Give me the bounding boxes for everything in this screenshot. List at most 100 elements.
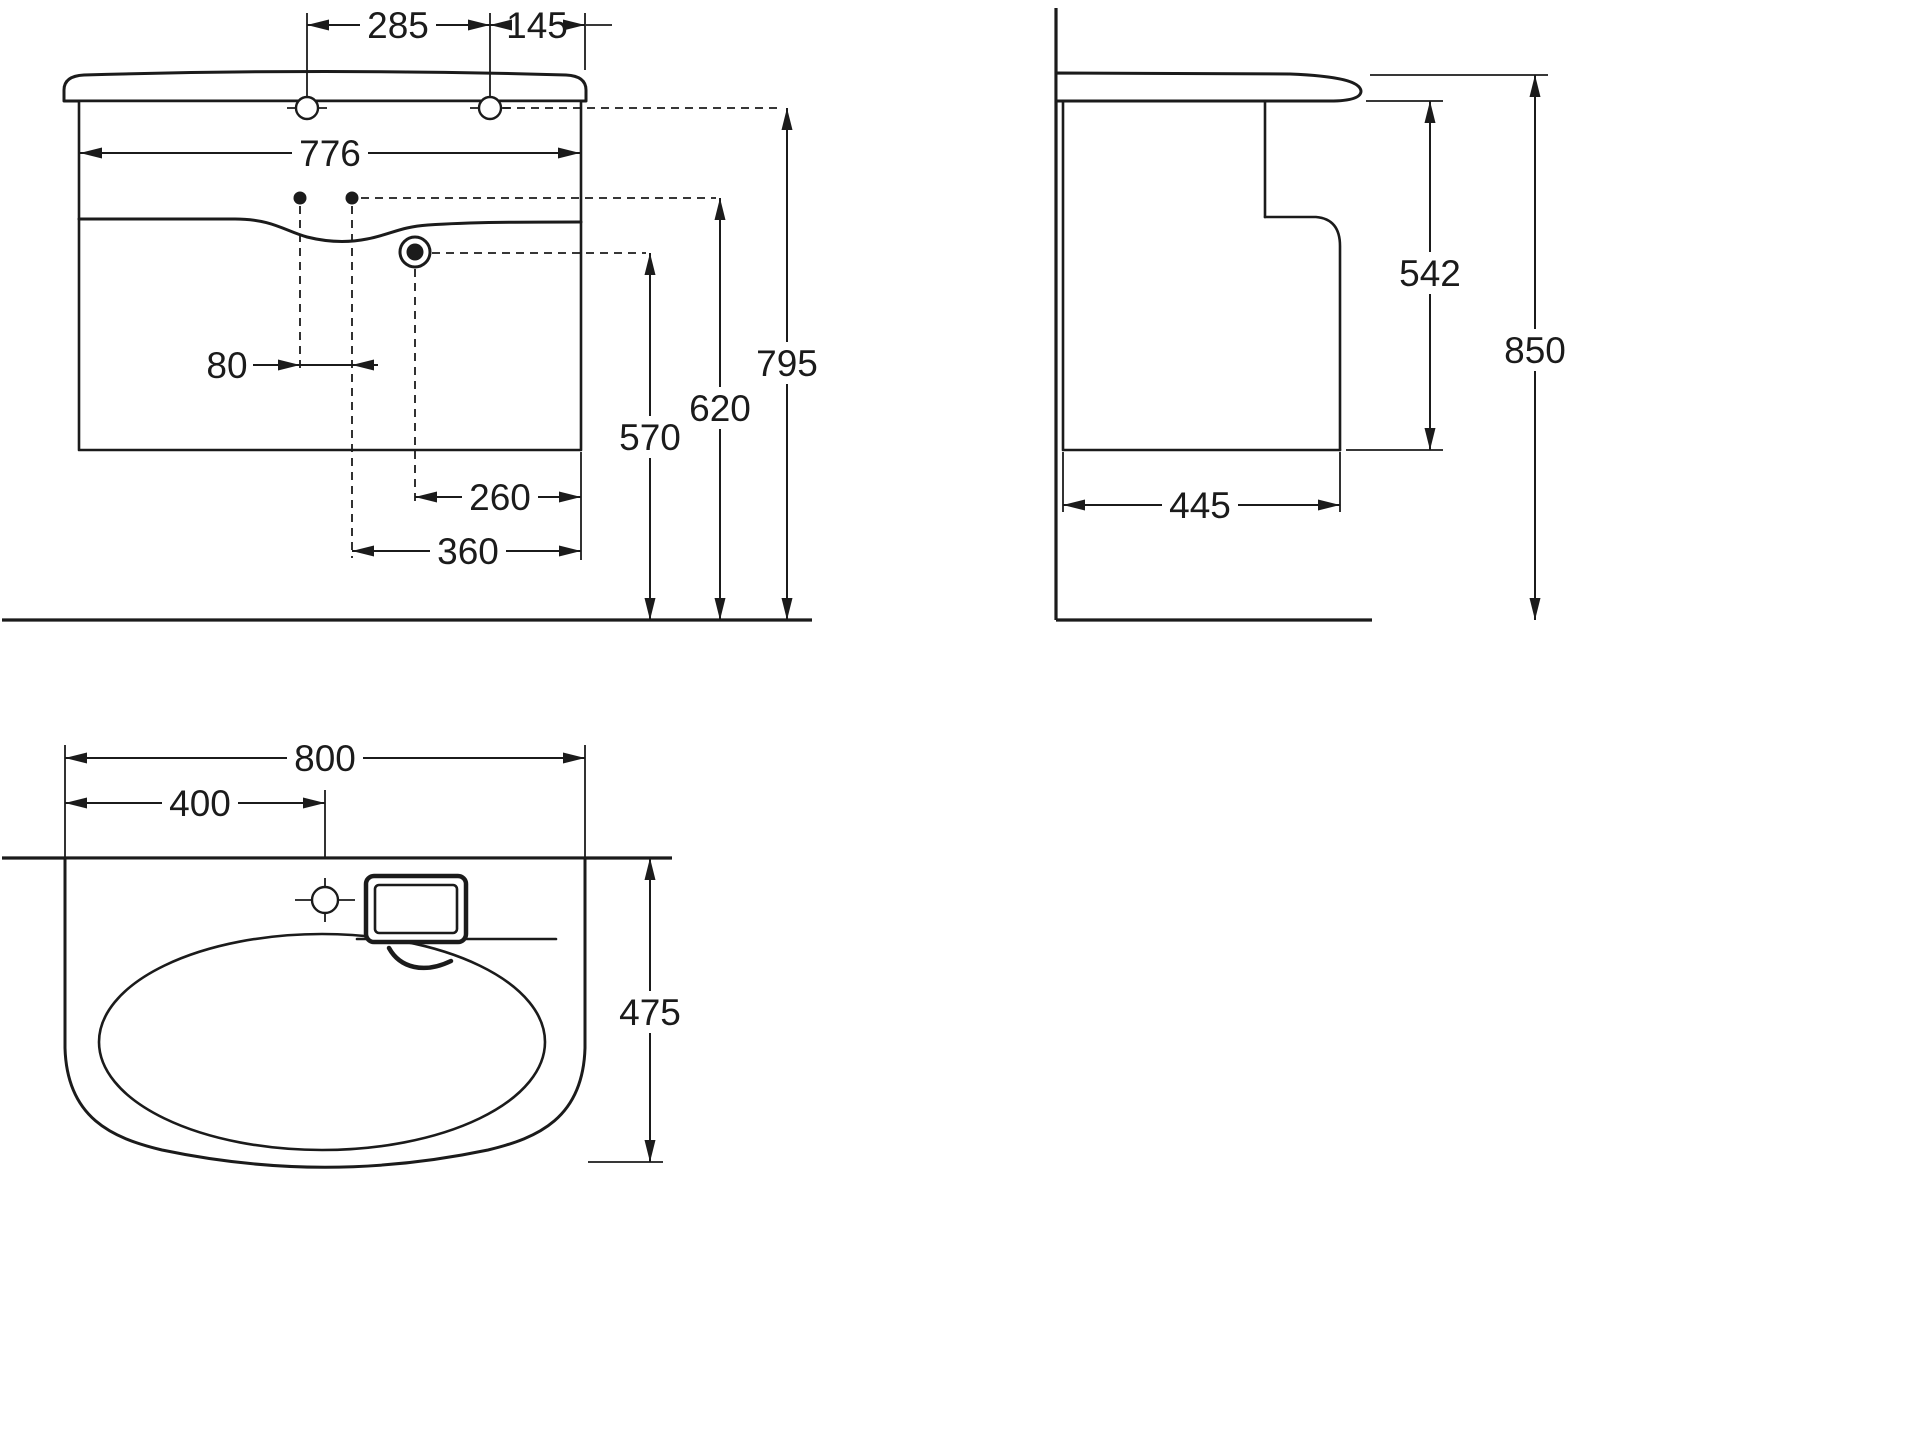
dim-inner-width: 776	[80, 132, 580, 174]
arrowhead-right	[303, 797, 325, 809]
dim-mount-offset-right: 360	[352, 530, 581, 572]
arrowhead-up	[781, 108, 793, 130]
side-view: 542 850 445	[1054, 8, 1573, 622]
arrowhead-right	[468, 19, 490, 31]
countertop-side-profile	[1054, 71, 1363, 103]
dim-overall-height: 850	[1497, 75, 1573, 620]
faucet-hole-left	[287, 95, 327, 121]
arrowhead-up	[1424, 101, 1436, 123]
label-mask	[162, 782, 238, 824]
dim-cabinet-height: 542	[1392, 101, 1468, 450]
label-mask	[360, 4, 436, 46]
dim-drain-offset-right: 260	[415, 476, 581, 518]
faucet-hole-right	[470, 95, 510, 121]
arrowhead-right	[558, 147, 580, 159]
arrowhead-right-inward	[278, 359, 300, 371]
arrowhead-left-inward	[352, 359, 374, 371]
arrowhead-left	[352, 545, 374, 557]
dim-faucet-hole-height: 795	[749, 108, 825, 620]
hole-circle	[294, 95, 320, 121]
carcass-back-and-bottom	[1061, 99, 1342, 452]
label-mask	[1392, 252, 1468, 294]
mount-hole-left	[293, 191, 307, 205]
drain-inner-dot	[406, 243, 424, 261]
arrowhead-left	[1063, 499, 1085, 511]
arrowhead-left	[307, 19, 329, 31]
extension-lines-side	[1062, 74, 1548, 512]
dim-label: 260	[469, 477, 531, 518]
dim-label: 360	[437, 531, 499, 572]
construction-lines-front	[299, 107, 783, 558]
dim-mount-hole-height: 620	[682, 198, 758, 620]
label-mask	[1162, 484, 1238, 526]
label-mask	[462, 476, 538, 518]
dim-label: 620	[689, 388, 751, 429]
arrowhead-right	[1318, 499, 1340, 511]
dim-label: 542	[1399, 253, 1461, 294]
dim-overall-width: 800	[65, 737, 585, 779]
arrowhead-right	[559, 491, 581, 503]
dim-label: 145	[506, 5, 568, 46]
faucet-hole-plan	[295, 878, 355, 922]
dim-faucet-hole-to-edge: 145	[490, 4, 585, 46]
dim-mount-hole-spacing: 80	[206, 345, 378, 386]
dim-label: 285	[367, 5, 429, 46]
dim-label: 400	[169, 783, 231, 824]
dim-faucet-hole-spacing: 285	[307, 4, 490, 46]
label-mask	[612, 416, 688, 458]
arrowhead-left	[490, 19, 512, 31]
label-mask	[682, 387, 758, 429]
front-view: 285 145 776 80	[2, 4, 825, 622]
arrowhead-up	[644, 253, 656, 275]
arrowhead-up	[714, 198, 726, 220]
drain-knob	[398, 235, 432, 269]
label-mask	[749, 342, 825, 384]
label-mask	[1497, 329, 1573, 371]
arrowhead-right	[563, 19, 585, 31]
cabinet-side-body	[1061, 99, 1342, 452]
extension-lines-top	[64, 745, 663, 1163]
top-view: 800 400 475	[2, 737, 688, 1169]
label-mask	[430, 530, 506, 572]
label-mask	[612, 991, 688, 1033]
arrowhead-left	[65, 752, 87, 764]
hole-circle	[477, 95, 503, 121]
arrowhead-up	[1529, 75, 1541, 97]
countertop-front	[62, 70, 588, 103]
dim-label: 80	[206, 345, 247, 386]
arrowhead-up	[644, 858, 656, 880]
label-mask	[287, 737, 363, 779]
drain-lever-curve	[386, 945, 454, 971]
arrowhead-right	[559, 545, 581, 557]
dim-label: 475	[619, 992, 681, 1033]
arrowhead-down	[1424, 428, 1436, 450]
arrowhead-down	[644, 1140, 656, 1162]
dim-label: 776	[299, 133, 361, 174]
dim-label: 795	[756, 343, 818, 384]
overflow-outer-rect	[363, 873, 469, 945]
arrowhead-down	[1529, 598, 1541, 620]
arrowhead-left	[415, 491, 437, 503]
label-mask	[292, 132, 368, 174]
overflow-box	[363, 873, 469, 945]
dim-drain-height: 570	[612, 253, 688, 620]
drawer-recess-line	[77, 217, 583, 243]
dim-cabinet-depth: 445	[1063, 484, 1340, 526]
hole-circle	[310, 885, 340, 915]
dim-overall-depth: 475	[612, 858, 688, 1162]
mount-hole-right	[345, 191, 359, 205]
dim-faucet-offset: 400	[65, 782, 325, 824]
dim-label: 800	[294, 738, 356, 779]
extension-lines-front	[306, 13, 612, 560]
dim-label: 850	[1504, 330, 1566, 371]
door-panel-profile	[1263, 215, 1342, 452]
arrowhead-right	[563, 752, 585, 764]
arrowhead-down	[781, 598, 793, 620]
arrowhead-left	[65, 797, 87, 809]
dim-label: 570	[619, 417, 681, 458]
dim-label: 445	[1169, 485, 1231, 526]
basin-oval	[97, 932, 547, 1152]
overflow-inner-rect	[373, 883, 459, 935]
arrowhead-left	[80, 147, 102, 159]
